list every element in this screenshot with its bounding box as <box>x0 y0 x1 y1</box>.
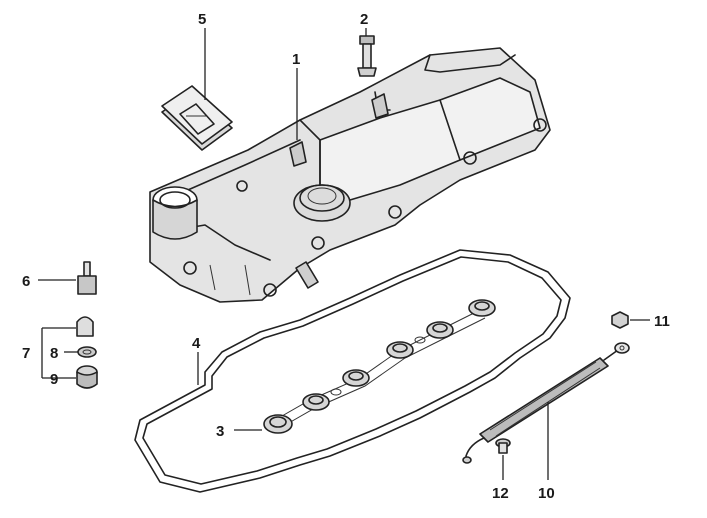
oil-filler-cap <box>161 85 233 151</box>
leader-lines <box>38 28 650 480</box>
stud-bolt-part-6 <box>77 261 97 295</box>
callout-labels: 1 2 3 4 5 6 7 8 9 10 11 12 <box>22 11 670 502</box>
callout-3: 3 <box>216 423 224 440</box>
callout-4: 4 <box>192 335 201 352</box>
nut-part-11 <box>611 311 629 329</box>
grommet-part-9 <box>76 365 98 389</box>
callout-2: 2 <box>360 11 368 28</box>
callout-12: 12 <box>492 485 509 502</box>
spark-plug-tube-seals <box>263 299 496 434</box>
callout-10: 10 <box>538 485 555 502</box>
callout-11: 11 <box>654 313 670 330</box>
callout-8: 8 <box>50 345 58 362</box>
callout-1: 1 <box>292 51 300 68</box>
washer-part-8 <box>77 346 97 358</box>
callout-9: 9 <box>50 371 58 388</box>
callout-5: 5 <box>198 11 206 28</box>
ground-strap <box>462 342 630 464</box>
cap-nut-part-7 <box>76 316 94 337</box>
valve-cover-gasket <box>134 249 571 493</box>
screw-part-12 <box>495 438 511 454</box>
callout-6: 6 <box>22 273 30 290</box>
valve-cover <box>149 47 551 303</box>
callout-7: 7 <box>22 345 30 362</box>
bolt-part-2 <box>357 35 377 77</box>
